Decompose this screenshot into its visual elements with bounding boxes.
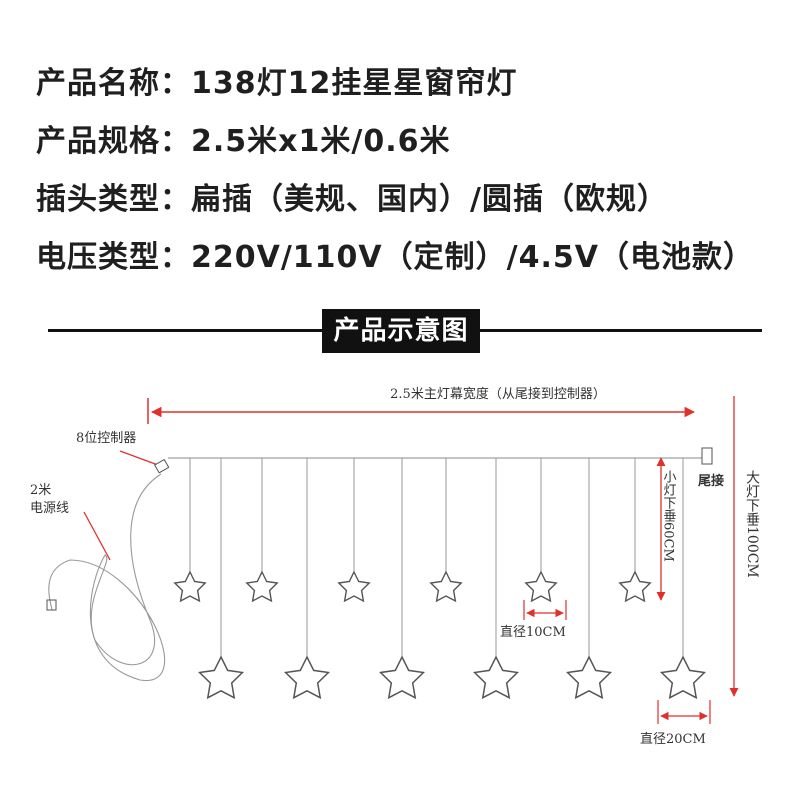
spec-label: 产品规格： [36,124,191,159]
small-star-icon [524,570,558,603]
power-cord-label: 电源线 [30,501,69,516]
power-cord-label-length: 2米 [30,483,51,498]
spec-row-voltage: 电压类型：220V/110V（定制）/4.5V（电池款） [36,236,796,294]
spec-value: 138灯12挂星星窗帘灯 [191,66,518,101]
small-diameter-label: 直径10CM [500,625,566,640]
spec-label: 插头类型： [36,182,191,217]
big-star-icon [197,655,245,700]
power-cord-pointer [83,511,111,561]
big-star-icon [378,655,426,700]
small-drop-label: 小灯下垂60CM [661,470,677,562]
section-divider-left [48,329,322,332]
big-star-icon [565,655,613,700]
spec-value: 扁插（美规、国内）/圆插（欧规） [191,182,668,217]
tail-connector [701,447,713,465]
small-star-icon [245,570,279,603]
big-star-strands [197,458,707,700]
big-star-icon [659,655,707,700]
big-star-icon [472,655,520,700]
spec-value: 2.5米x1米/0.6米 [191,124,451,159]
big-diameter-label: 直径20CM [640,732,706,747]
small-star-icon [429,570,463,603]
spec-row-name: 产品名称：138灯12挂星星窗帘灯 [36,62,796,120]
controller-pointer [119,450,159,466]
spec-row-size: 产品规格：2.5米x1米/0.6米 [36,120,796,178]
small-star-icon [337,570,371,603]
spec-list: 产品名称：138灯12挂星星窗帘灯 产品规格：2.5米x1米/0.6米 插头类型… [36,62,796,294]
spec-value: 220V/110V（定制）/4.5V（电池款） [191,240,754,275]
tail-label: 尾接 [698,473,724,489]
power-cord [48,473,166,681]
power-plug-icon [46,599,57,611]
main-width-label: 2.5米主灯幕宽度（从尾接到控制器） [390,386,606,402]
spec-label: 电压类型： [36,240,191,275]
small-star-strands [173,458,652,603]
big-star-icon [283,655,331,700]
section-divider-right [480,329,762,332]
spec-label: 产品名称： [36,66,191,101]
small-star-icon [618,570,652,603]
section-title: 产品示意图 [322,309,480,353]
big-drop-label: 大灯下垂100CM [744,470,760,578]
small-star-icon [173,570,207,603]
controller-box [153,458,170,474]
spec-row-plug: 插头类型：扁插（美规、国内）/圆插（欧规） [36,178,796,236]
controller-label: 8位控制器 [76,431,136,446]
